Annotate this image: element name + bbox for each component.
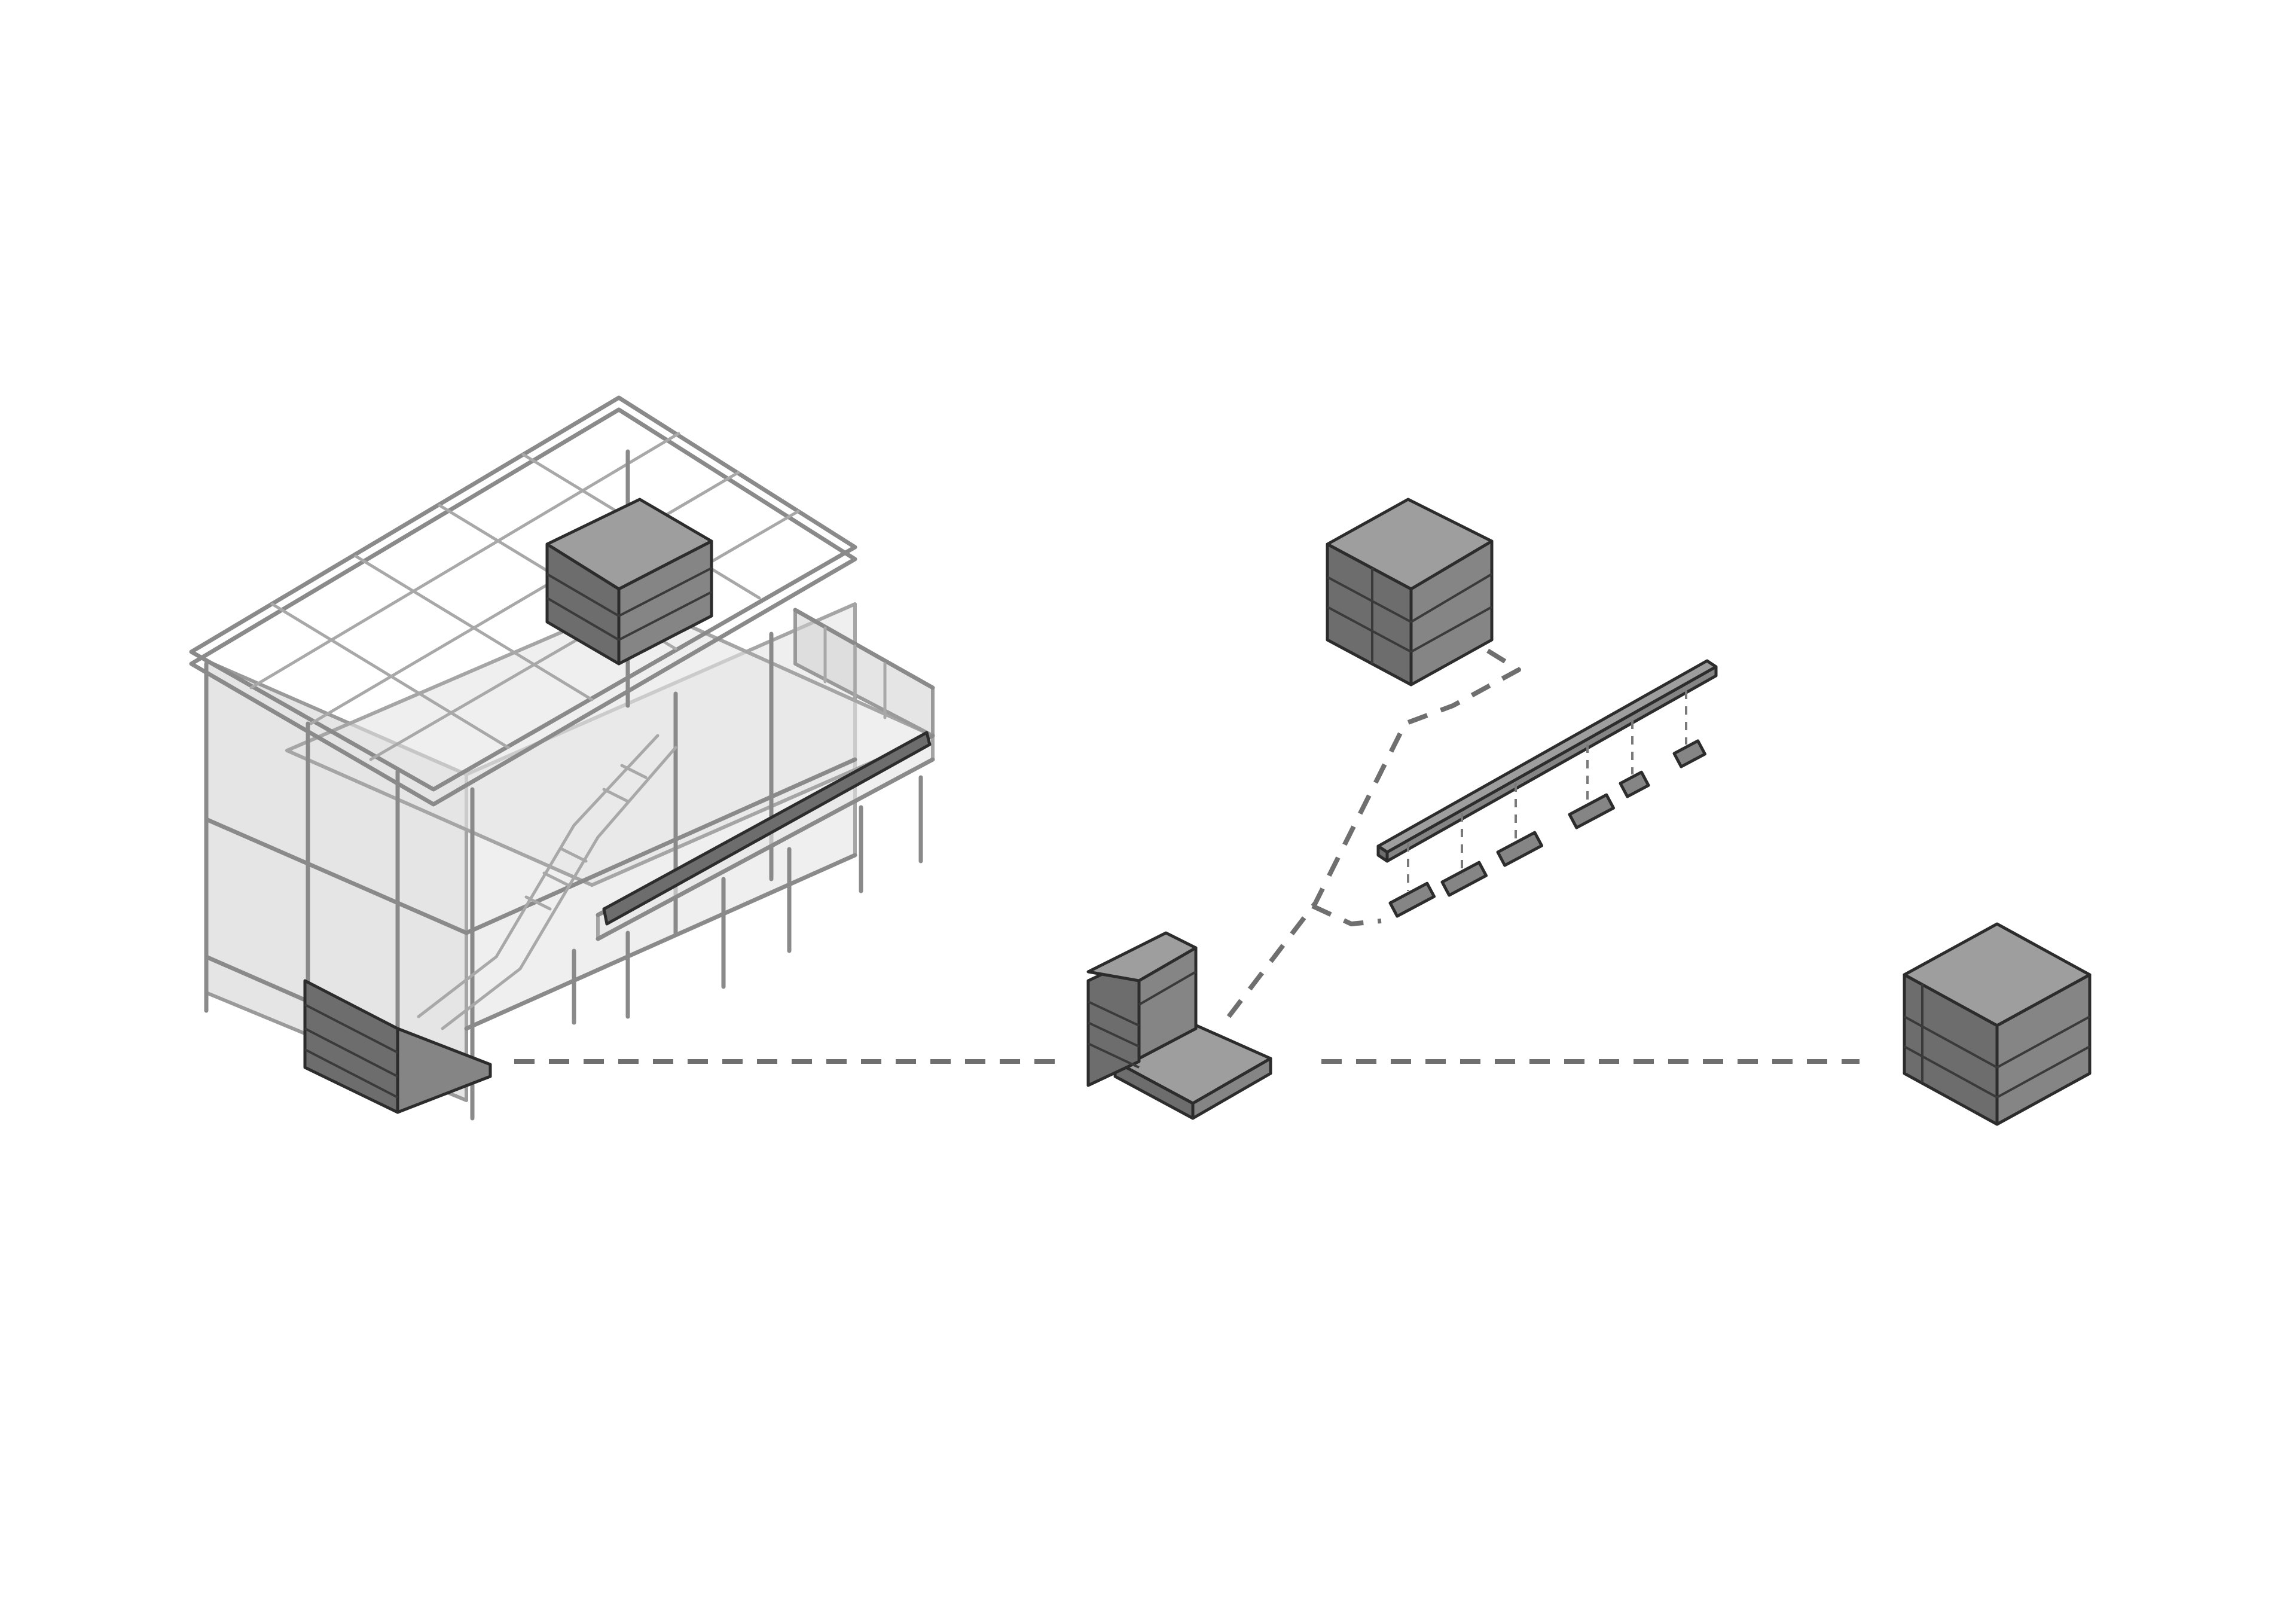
connector-core-to-beam: [1311, 904, 1382, 926]
beam-and-blocks-module: [1376, 659, 1718, 918]
connectors: [514, 643, 1860, 1064]
pavilion-building: [189, 395, 935, 1121]
pavilion-roof-cube: [545, 498, 713, 666]
pavilion-balcony-edge: [602, 731, 932, 926]
support-blocks: [1388, 739, 1706, 918]
pavilion-base-block: [303, 979, 492, 1114]
stair-core-module: [1086, 931, 1272, 1120]
support-guides: [1407, 691, 1687, 891]
pavilion-stair: [417, 734, 677, 1030]
right-box-module: [1903, 922, 2092, 1126]
upper-box-module: [1326, 498, 1494, 687]
beam: [1376, 659, 1718, 854]
connector-core-to-upper-box: [1226, 643, 1521, 1018]
